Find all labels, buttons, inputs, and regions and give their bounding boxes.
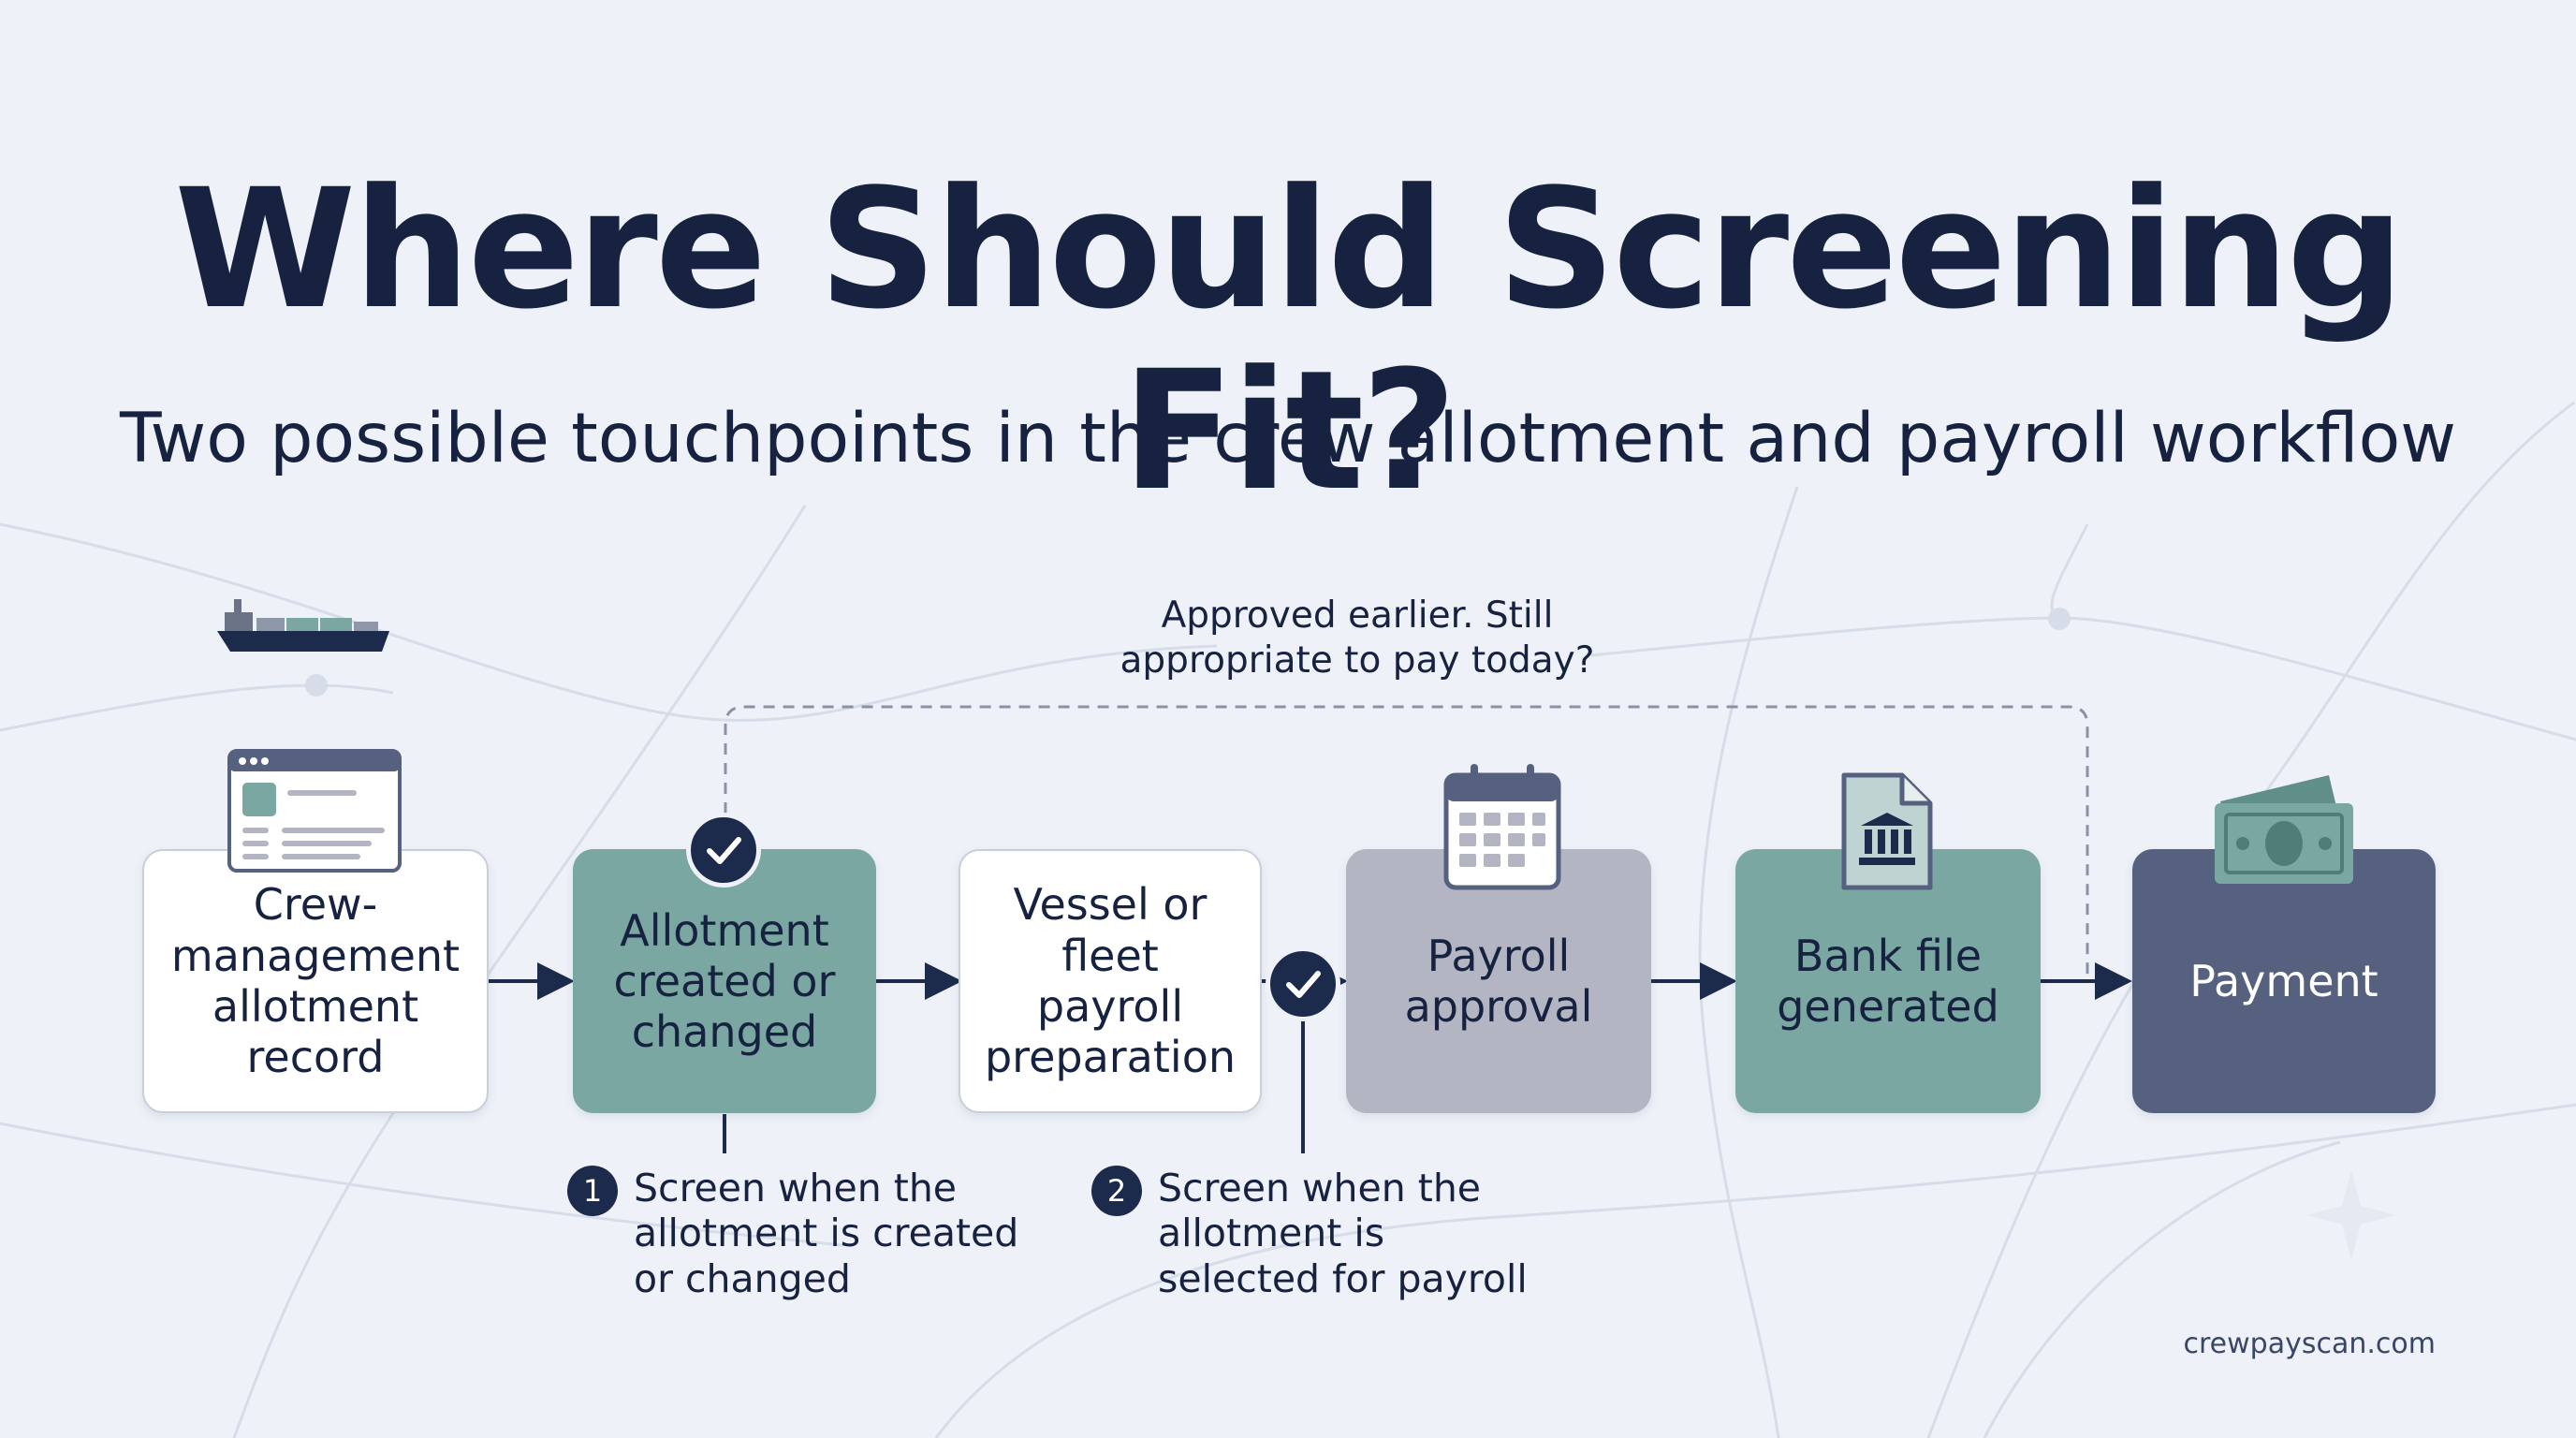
checkmark-badge-icon [686,813,761,888]
step-payment: Payment [2132,849,2436,1113]
step-crew-allotment-record: Crew-management allotment record [142,849,489,1113]
checkmark-badge-icon [1266,946,1340,1021]
touchpoint-2-text: Screen when the allotment is selected fo… [1158,1166,1528,1301]
loop-question: Approved earlier. Still appropriate to p… [1120,594,1595,682]
cargo-ship-icon [217,599,389,652]
dashed-loop-path [724,705,2089,981]
banknote-icon [2215,775,2353,884]
footer-url: crewpayscan.com [2183,1328,2436,1360]
step-allotment-created: Allotment created or changed [573,849,876,1113]
step-payroll-preparation: Vessel or fleet payroll preparation [959,849,1262,1113]
sparkle-decoration [2306,1170,2396,1260]
touchpoint-1-text: Screen when the allotment is created or … [634,1166,1019,1301]
step-label: Bank file generated [1777,930,1999,1032]
calendar-icon [1443,764,1561,890]
page-title: Where Should Screening Fit? [174,154,2405,527]
bank-document-icon [1841,772,1933,890]
step-label: Payroll approval [1404,930,1593,1032]
step-payroll-approval: Payroll approval [1346,849,1651,1113]
browser-window-icon [227,749,402,873]
touchpoint-1-badge: 1 [567,1166,618,1216]
step-label: Allotment created or changed [613,904,836,1058]
page-subtitle: Two possible touchpoints in the crew all… [119,399,2456,478]
step-label: Vessel or fleet payroll preparation [984,879,1236,1083]
step-label: Payment [2189,955,2378,1006]
step-bank-file: Bank file generated [1735,849,2041,1113]
touchpoint-2-badge: 2 [1091,1166,1142,1216]
step-label: Crew-management allotment record [170,879,461,1083]
